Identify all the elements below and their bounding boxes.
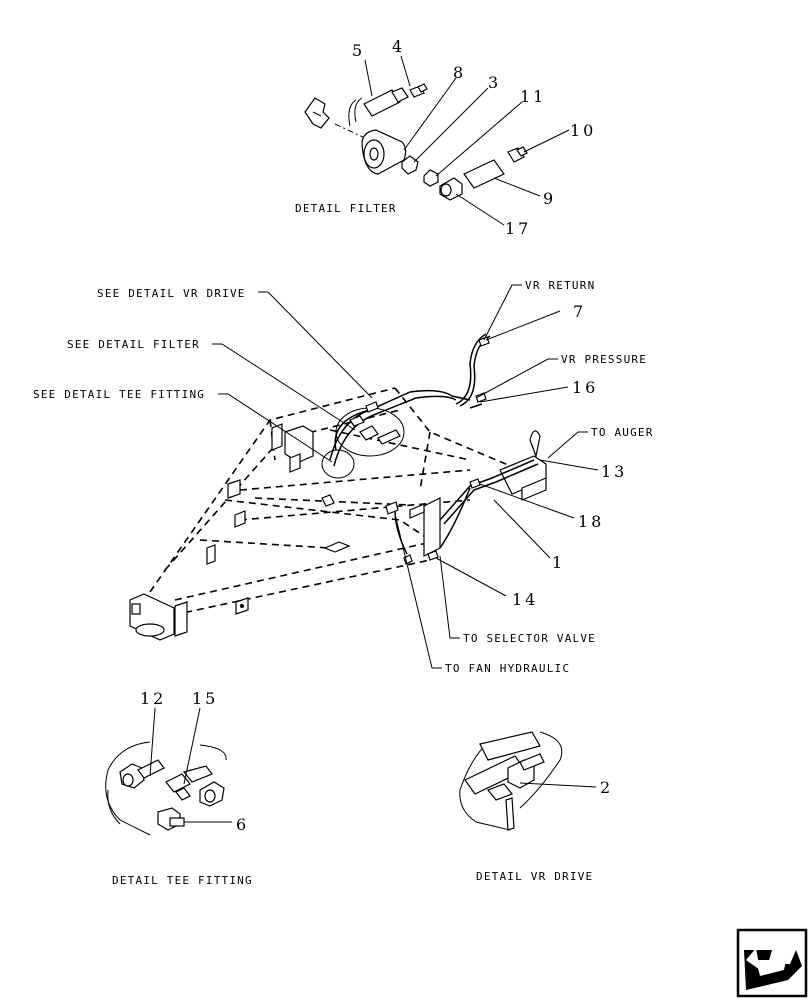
part-number-15: 15 [192, 689, 218, 708]
part-number-16: 16 [572, 378, 598, 397]
implement-frame [129, 387, 547, 641]
part-number-12: 12 [140, 689, 166, 708]
part-number-6: 6 [236, 815, 249, 834]
detail-tee-fitting-label: DETAIL TEE FITTING [112, 874, 253, 887]
part-number-17: 17 [505, 219, 531, 238]
part-number-10: 10 [570, 121, 596, 140]
detail-vr-drive-label: DETAIL VR DRIVE [476, 870, 593, 883]
see-detail-vr-drive-label: SEE DETAIL VR DRIVE [97, 287, 246, 300]
part-number-9: 9 [543, 189, 556, 208]
tee-fitting-adapter [165, 773, 191, 793]
frame-leaders [212, 284, 599, 669]
vr-drive-hose-top [479, 731, 541, 761]
filter-leaders [364, 55, 570, 226]
to-fan-hydraulic-label: TO FAN HYDRAULIC [445, 662, 570, 675]
detail-tee-fitting-group [105, 741, 227, 836]
back-arrow-icon[interactable] [736, 928, 808, 998]
tee-fitting-detail-marker [321, 449, 355, 479]
filter-nipple [401, 155, 419, 175]
part-number-11: 11 [520, 87, 546, 106]
part-number-5: 5 [352, 41, 365, 60]
part-number-18: 18 [578, 512, 604, 531]
to-selector-valve-label: TO SELECTOR VALVE [463, 632, 596, 645]
see-detail-filter-label: SEE DETAIL FILTER [67, 338, 200, 351]
filter-hose-fitting [363, 89, 401, 117]
part-number-14: 14 [512, 590, 538, 609]
part-number-3: 3 [488, 73, 501, 92]
detail-filter-group [304, 83, 528, 201]
filter-outlet-hose [463, 159, 505, 189]
filter-washer [423, 169, 439, 187]
vr-pressure-label: VR PRESSURE [561, 353, 647, 366]
part-number-7: 7 [573, 302, 586, 321]
to-auger-label: TO AUGER [591, 426, 654, 439]
part-number-8: 8 [453, 63, 466, 82]
hydraulic-hoses [321, 333, 539, 565]
detail-filter-label: DETAIL FILTER [295, 202, 397, 215]
part-number-1: 1 [552, 553, 565, 572]
see-detail-tee-fitting-label: SEE DETAIL TEE FITTING [33, 388, 205, 401]
part-number-2: 2 [600, 778, 613, 797]
detail-vr-drive-group [459, 731, 563, 831]
filter-elbow-fitting [304, 97, 330, 129]
vr-return-label: VR RETURN [525, 279, 595, 292]
part-number-13: 13 [601, 462, 627, 481]
part-number-4: 4 [392, 37, 405, 56]
